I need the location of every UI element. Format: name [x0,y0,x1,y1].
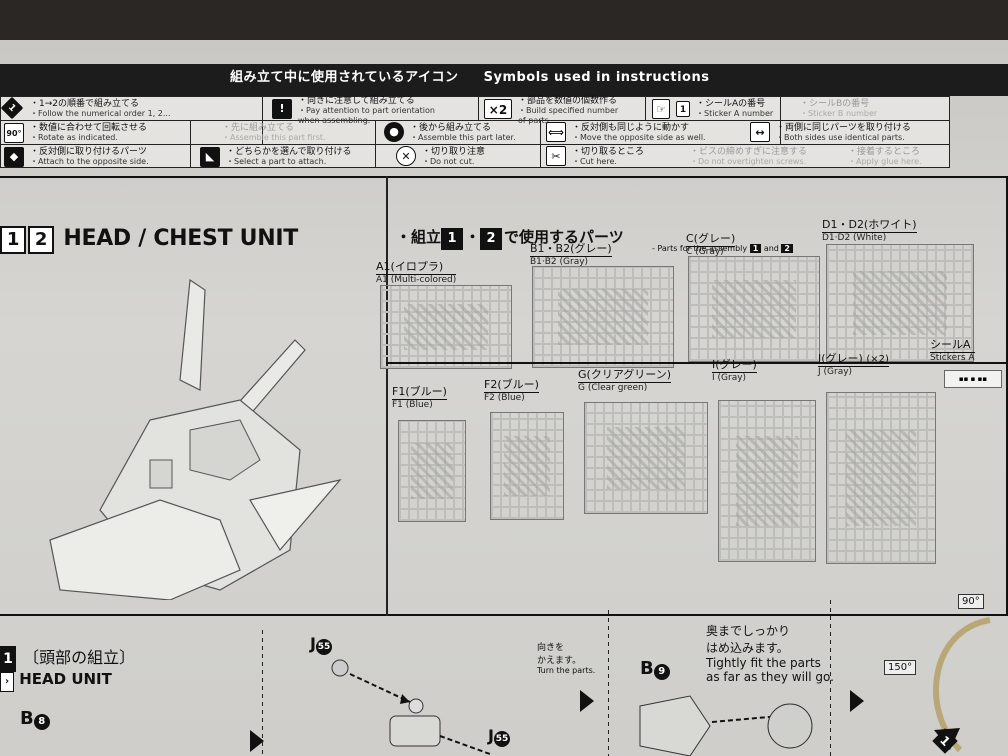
step-title-en: HEAD UNIT [19,670,112,688]
head-chest-panel [0,176,1008,616]
sprue-c-image [688,256,820,362]
sprue-b-label: B1・B2(グレー)B1·B2 (Gray) [530,242,612,267]
step-arrow-right [850,690,864,712]
symbol-do-not-cut: ・切り取り注意・Do not cut. [422,147,486,166]
sticker-hand-icon: ☞ [652,99,670,119]
assemble-later-icon: ● [384,122,404,142]
symbol-screws: ・ビスの締めすぎに注意する・Do not overtighten screws. [690,147,808,166]
step-number-1: 1 [0,226,26,254]
step-number-2: 2 [28,226,54,254]
symbol-follow-order: ・1→2の順番で組み立てる・Follow the numerical order… [30,99,171,118]
sprue-b-image [532,266,674,368]
section-title-text: HEAD / CHEST UNIT [63,226,298,251]
sprue-d-image [826,244,974,362]
symbols-header-bar [0,64,1008,96]
step-title-jp: 〔頭部の組立〕 [23,648,136,667]
symbol-attach-opposite: ・反対側に取り付けるパーツ・Attach to the opposite sid… [30,147,149,166]
step-arrow-mid [580,690,594,712]
do-not-cut-icon: ✕ [396,146,416,166]
symbol-orientation: ・向きに注意して組み立てる・Pay attention to part orie… [298,96,435,125]
multiply-two-icon: ×2 [484,99,512,119]
symbol-sticker-b: ・シールBの番号・Sticker B number [800,99,878,118]
head-chest-illustration [49,278,342,600]
rotate-90-badge: 90° [958,594,984,609]
symbols-table [0,96,950,168]
instruction-page: 組み立て中に使用されているアイコン Symbols used in instru… [0,40,1008,756]
sprue-j-image [826,392,936,564]
turn-parts-note: 向きをかえます。Turn the parts. [537,643,596,675]
sprue-g-label: G(クリアグリーン)G (Clear green) [578,368,672,393]
b9-assembly-drawing [639,695,813,756]
symbol-opposite: ・反対側も同じように動かす・Move the opposite side as … [572,123,706,142]
symbols-title-en: Symbols used in instructions [483,70,710,85]
sprue-a-label: A1(イロプラ)A1 (Multi-colored) [376,260,457,285]
rotate-icon: 90° [4,123,24,143]
exclamation-icon: ! [272,99,292,119]
sprue-j-label: J(グレー) (×2)J (Gray) [818,352,889,377]
symbols-header-title: 組み立て中に使用されているアイコン Symbols used in instru… [230,66,709,85]
symbol-glue: ・接着するところ・Apply glue here. [848,147,922,166]
step-title-en-row: › HEAD UNIT [0,670,112,692]
rotate-150-badge: 150° [884,660,917,675]
sprue-i-image [718,400,816,562]
symbol-select-part: ・どちらかを選んで取り付ける・Select a part to attach. [226,147,352,166]
symbols-row-divider [0,120,950,144]
sprue-f1-image [398,420,466,522]
sprue-d-label: D1・D2(ホワイト)D1·D2 (White) [822,218,917,243]
step-parts-drawing [331,659,491,755]
sticker-number-icon: 1 [676,101,690,117]
mirror-icon: ⟺ [546,122,566,142]
parts-row-divider [386,362,1008,364]
step-heading: 1 〔頭部の組立〕 [0,644,135,672]
sprue-f1-label: F1(ブルー)F1 (Blue) [392,385,447,410]
both-sides-icon: ↔ [750,122,770,142]
sprue-a-image [380,285,512,369]
sprue-g-image [584,402,708,514]
symbols-title-jp: 組み立て中に使用されているアイコン [230,70,459,85]
symbols-row-divider [0,144,950,168]
sprue-f2-image [490,412,564,520]
symbol-both-sides: ・両側に同じパーツを取り付ける・Both sides use identical… [776,123,911,142]
symbol-assemble-first: ・先に組み立てる・Assemble this part first. [222,123,326,142]
parts-heading-en: - Parts for the assembly 1 and 2 [652,244,793,253]
symbol-sticker-a: ・シールAの番号・Sticker A number [696,99,774,118]
select-part-icon: ◣ [200,147,220,167]
sprue-i-label: I(グレー)I (Gray) [712,358,757,383]
attach-opposite-icon: ◆ [4,147,24,167]
symbol-assemble-later: ・後から組み立てる・Assemble this part later. [410,123,516,142]
cut-here-icon: ✂ [546,146,566,166]
sprue-c-label: C(グレー)C (Gray) [686,232,736,257]
rotation-arrow-drawing [933,617,991,753]
sprue-f2-label: F2(ブルー)F2 (Blue) [484,378,539,403]
step-arrow-left [250,730,264,752]
symbol-cut-here: ・切り取るところ・Cut here. [572,147,645,166]
sticker-a-image: ▪▪ ▪ ▪▪ [944,370,1002,388]
symbol-rotate: ・数値に合わせて回転させる・Rotate as indicated. [30,123,148,142]
